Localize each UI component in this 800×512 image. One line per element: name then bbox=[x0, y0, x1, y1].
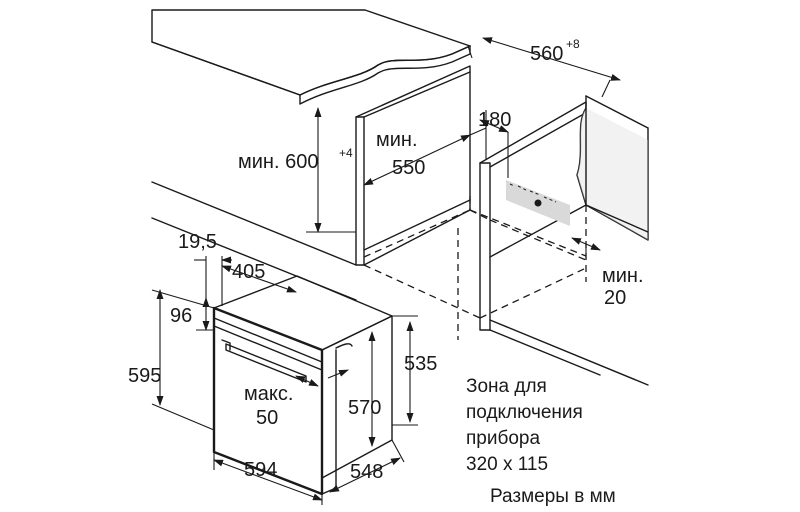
label-560: 560 bbox=[530, 43, 563, 65]
countertop-left bbox=[151, 9, 471, 105]
label-min600-sup: +4 bbox=[339, 146, 353, 160]
label-19-5: 19,5 bbox=[178, 231, 217, 253]
cabinet-left-panel bbox=[355, 65, 471, 266]
dimension-lines bbox=[151, 37, 621, 505]
label-570: 570 bbox=[348, 397, 381, 419]
label-min20-a: мин. bbox=[602, 265, 644, 287]
label-548: 548 bbox=[350, 461, 383, 483]
units-note: Размеры в мм bbox=[490, 486, 616, 507]
label-594: 594 bbox=[244, 459, 277, 481]
label-min550-b: 550 bbox=[392, 157, 425, 179]
label-96: 96 bbox=[170, 305, 192, 327]
connection-point-icon bbox=[534, 199, 542, 207]
label-max50-a: макс. bbox=[244, 383, 293, 405]
label-180: 180 bbox=[478, 109, 511, 131]
zone-note-line1: Зона для bbox=[466, 376, 547, 397]
label-595: 595 bbox=[128, 365, 161, 387]
dimension-labels: 560 +8 180 мин. 550 мин. 600 +4 мин. 20 … bbox=[128, 37, 644, 483]
label-min550-a: мин. bbox=[376, 129, 418, 151]
label-max50-b: 50 bbox=[256, 407, 278, 429]
connection-zone bbox=[506, 180, 570, 226]
cabinet-right-panel bbox=[479, 101, 587, 331]
cabinet-recess-dashed bbox=[363, 196, 587, 340]
label-min600: мин. 600 bbox=[238, 151, 318, 173]
zone-note-line3: прибора bbox=[466, 428, 540, 449]
label-535: 535 bbox=[404, 353, 437, 375]
connection-zone-note: Зона для подключения прибора 320 x 115 bbox=[466, 376, 583, 475]
zone-note-line2: подключения bbox=[466, 402, 583, 423]
countertop-right bbox=[576, 95, 649, 241]
label-405: 405 bbox=[232, 261, 265, 283]
zone-note-line4: 320 x 115 bbox=[466, 454, 548, 475]
label-min20-b: 20 bbox=[604, 287, 626, 309]
label-560-sup: +8 bbox=[566, 37, 580, 51]
